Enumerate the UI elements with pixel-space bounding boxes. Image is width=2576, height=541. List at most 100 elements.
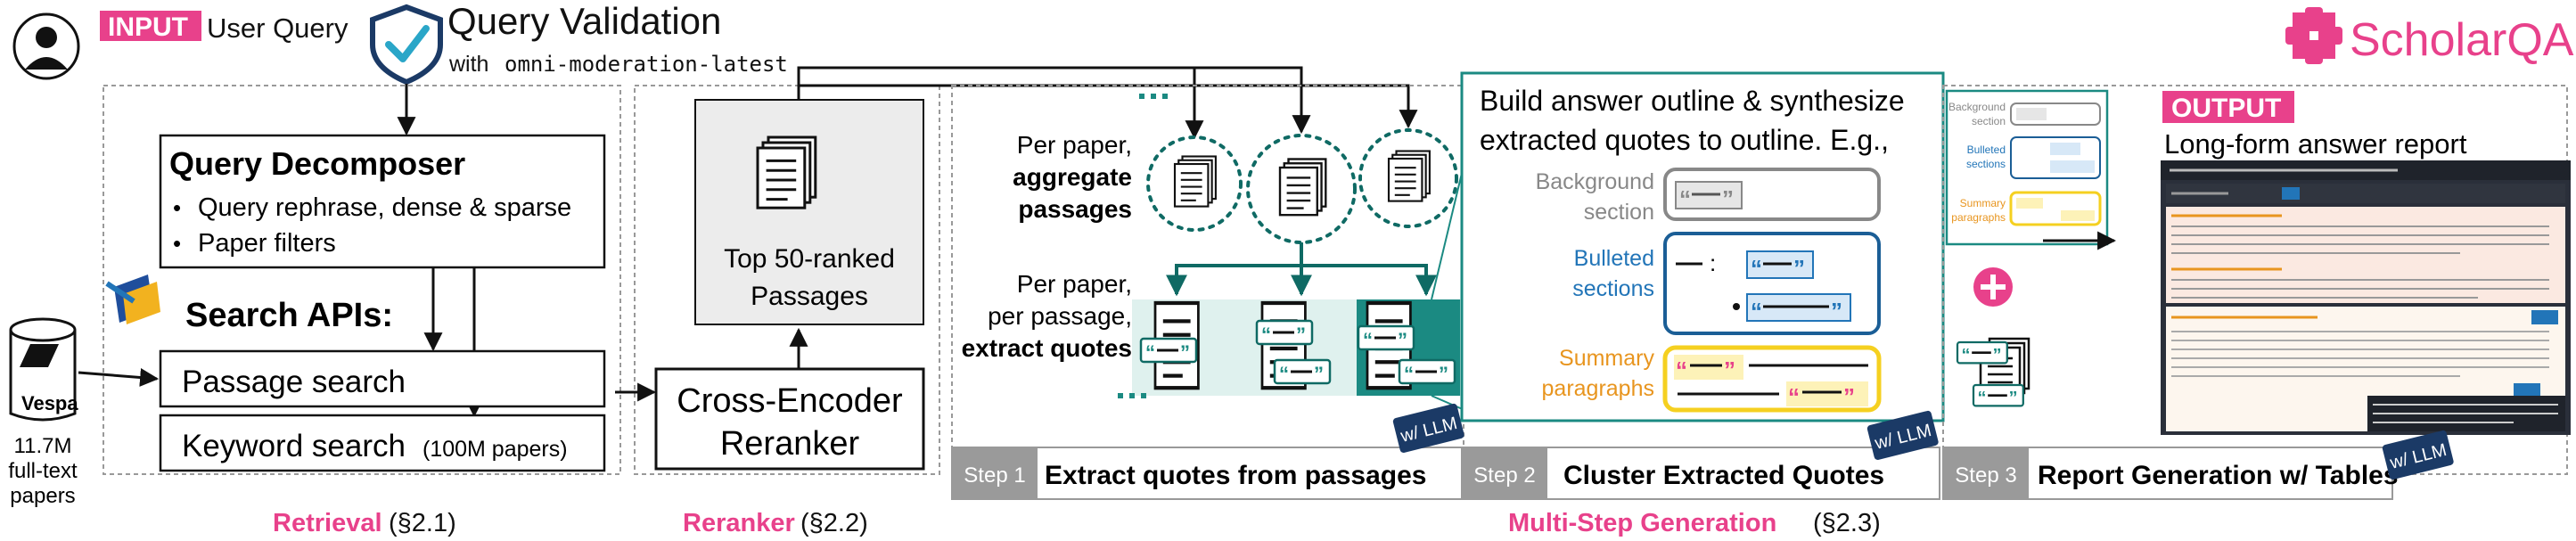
svg-text:”: ” xyxy=(1843,383,1855,410)
svg-text:”: ” xyxy=(1724,357,1735,383)
corpus-line: full-text xyxy=(8,459,78,483)
validation-model: omni-moderation-latest xyxy=(505,52,788,77)
paper-cluster xyxy=(1146,135,1243,232)
quote-icon xyxy=(1357,324,1415,353)
brand-name: ScholarQA xyxy=(2350,14,2574,66)
scholarqa-logo-icon xyxy=(2285,7,2342,64)
keyword-search-box xyxy=(159,414,606,472)
per-passage-line: Per paper, xyxy=(1017,270,1132,298)
validation-title: Query Validation xyxy=(447,0,721,42)
step2-title: Cluster Extracted Quotes xyxy=(1563,461,1884,490)
documents-icon xyxy=(758,137,816,208)
output-tag: OUTPUT xyxy=(2162,91,2294,123)
top-passages-line: Passages xyxy=(751,282,868,311)
step1-tag-text: Step 1 xyxy=(964,463,1025,488)
retrieval-section-name: Retrieval xyxy=(273,509,382,537)
background-section-box: “ ” xyxy=(1663,168,1881,221)
bulleted-label: sections xyxy=(1572,276,1654,301)
per-paper-line: aggregate xyxy=(1013,163,1132,191)
decomposer-title: Query Decomposer xyxy=(169,145,465,182)
generation-section-ref: (§2.3) xyxy=(1813,509,1881,537)
reranker-section-ref: (§2.2) xyxy=(800,509,868,537)
step2-heading-line: Build answer outline & synthesize xyxy=(1480,85,1905,117)
retrieval-region xyxy=(103,85,621,475)
report-screenshot xyxy=(2161,160,2571,435)
quote-icon xyxy=(1273,358,1332,387)
user-icon xyxy=(12,12,80,80)
top-passages-line: Top 50-ranked xyxy=(724,244,895,274)
per-paper-line: Per paper, xyxy=(1017,131,1132,159)
documents-icon xyxy=(1280,160,1325,216)
keyword-search-label: Keyword search xyxy=(182,429,406,463)
cross-encoder-box xyxy=(654,367,925,471)
summary-label: paragraphs xyxy=(1542,376,1654,401)
corpus-line: papers xyxy=(10,484,75,508)
quote-icon xyxy=(1139,337,1198,365)
search-apis-label: Search APIs: xyxy=(185,297,393,334)
step3-tag xyxy=(1943,447,2029,499)
cross-encoder-line: Reranker xyxy=(720,425,860,463)
svg-text:“: “ xyxy=(1676,357,1687,383)
mini-background-label: Background xyxy=(1948,101,2006,113)
input-tag: INPUT xyxy=(100,11,201,42)
per-passage-line: extract quotes xyxy=(962,334,1132,362)
decomposer-bullet: Paper filters xyxy=(198,229,336,258)
output-tag-text: OUTPUT xyxy=(2171,94,2281,123)
input-tag-text: INPUT xyxy=(108,12,188,42)
per-paper-line: passages xyxy=(1018,195,1132,223)
svg-text:”: ” xyxy=(1793,255,1805,282)
quote-icon xyxy=(1972,383,2025,410)
svg-text:”: ” xyxy=(1831,298,1842,324)
passage-search-label: Passage search xyxy=(182,365,406,399)
output-label: Long-form answer report xyxy=(2164,128,2467,160)
mini-summary-label: paragraphs xyxy=(1951,211,2006,224)
step2-tag-text: Step 2 xyxy=(1473,463,1535,488)
step3-tag-text: Step 3 xyxy=(1955,463,2016,488)
vespa-label: Vespa xyxy=(21,392,78,414)
llm-badge: w/ LLM xyxy=(1866,410,1939,460)
cross-encoder-line: Cross-Encoder xyxy=(677,382,903,420)
bulleted-label: Bulleted xyxy=(1574,246,1654,271)
background-label: Background xyxy=(1536,169,1654,194)
reranker-section-name: Reranker xyxy=(683,509,795,537)
decomposer-bullet-dot: • xyxy=(173,194,181,221)
corpus-line: 11.7M xyxy=(14,434,72,458)
user-query-label: User Query xyxy=(207,12,349,44)
quote-icon xyxy=(1255,319,1314,348)
quote-icon xyxy=(1398,358,1456,387)
summary-section-box: “ ” “ ” xyxy=(1662,345,1882,413)
quote-icon xyxy=(1956,340,2009,367)
reranker-region xyxy=(634,85,940,475)
query-decomposer-box: Query Decomposer • Query rephrase, dense… xyxy=(159,134,606,269)
plus-icon xyxy=(1973,267,2013,307)
step3-title: Report Generation w/ Tables xyxy=(2038,461,2399,490)
step1-title: Extract quotes from passages xyxy=(1045,461,1426,490)
svg-text:”: ” xyxy=(1722,185,1734,212)
quote-extraction-panel xyxy=(1132,299,1462,396)
cluster-arrows xyxy=(1166,242,1437,297)
step2-tag xyxy=(1462,447,1547,499)
step1-tag xyxy=(952,447,1038,499)
decomposer-bullet: Query rephrase, dense & sparse xyxy=(198,193,571,222)
bulleted-section-box: : “ ” “ ” xyxy=(1663,232,1881,335)
svg-text:“: “ xyxy=(1751,298,1762,324)
svg-text:“: “ xyxy=(1679,185,1691,212)
mini-outline-card: Background section Bulleted sections Sum… xyxy=(1945,89,2109,246)
validation-prefix: with xyxy=(448,52,488,77)
retrieval-section-ref: (§2.1) xyxy=(389,509,456,537)
llm-badge: w/ LLM xyxy=(1392,403,1464,453)
documents-icon xyxy=(1175,157,1216,207)
decomposer-bullet-dot: • xyxy=(173,230,181,257)
mini-summary-label: Summary xyxy=(1960,197,2006,209)
background-label: section xyxy=(1584,200,1654,225)
llm-badge: w/ LLM xyxy=(2382,430,2454,480)
passages-to-step1-connector xyxy=(797,66,1418,140)
step2-heading-line: extracted quotes to outline. E.g., xyxy=(1480,124,1889,156)
arrow-icon xyxy=(78,368,160,387)
shield-check-icon xyxy=(370,4,443,86)
summary-label: Summary xyxy=(1559,346,1654,371)
mini-bulleted-label: Bulleted xyxy=(1967,143,2006,156)
search-apis-icon xyxy=(105,275,160,324)
svg-text:“: “ xyxy=(1751,255,1762,282)
